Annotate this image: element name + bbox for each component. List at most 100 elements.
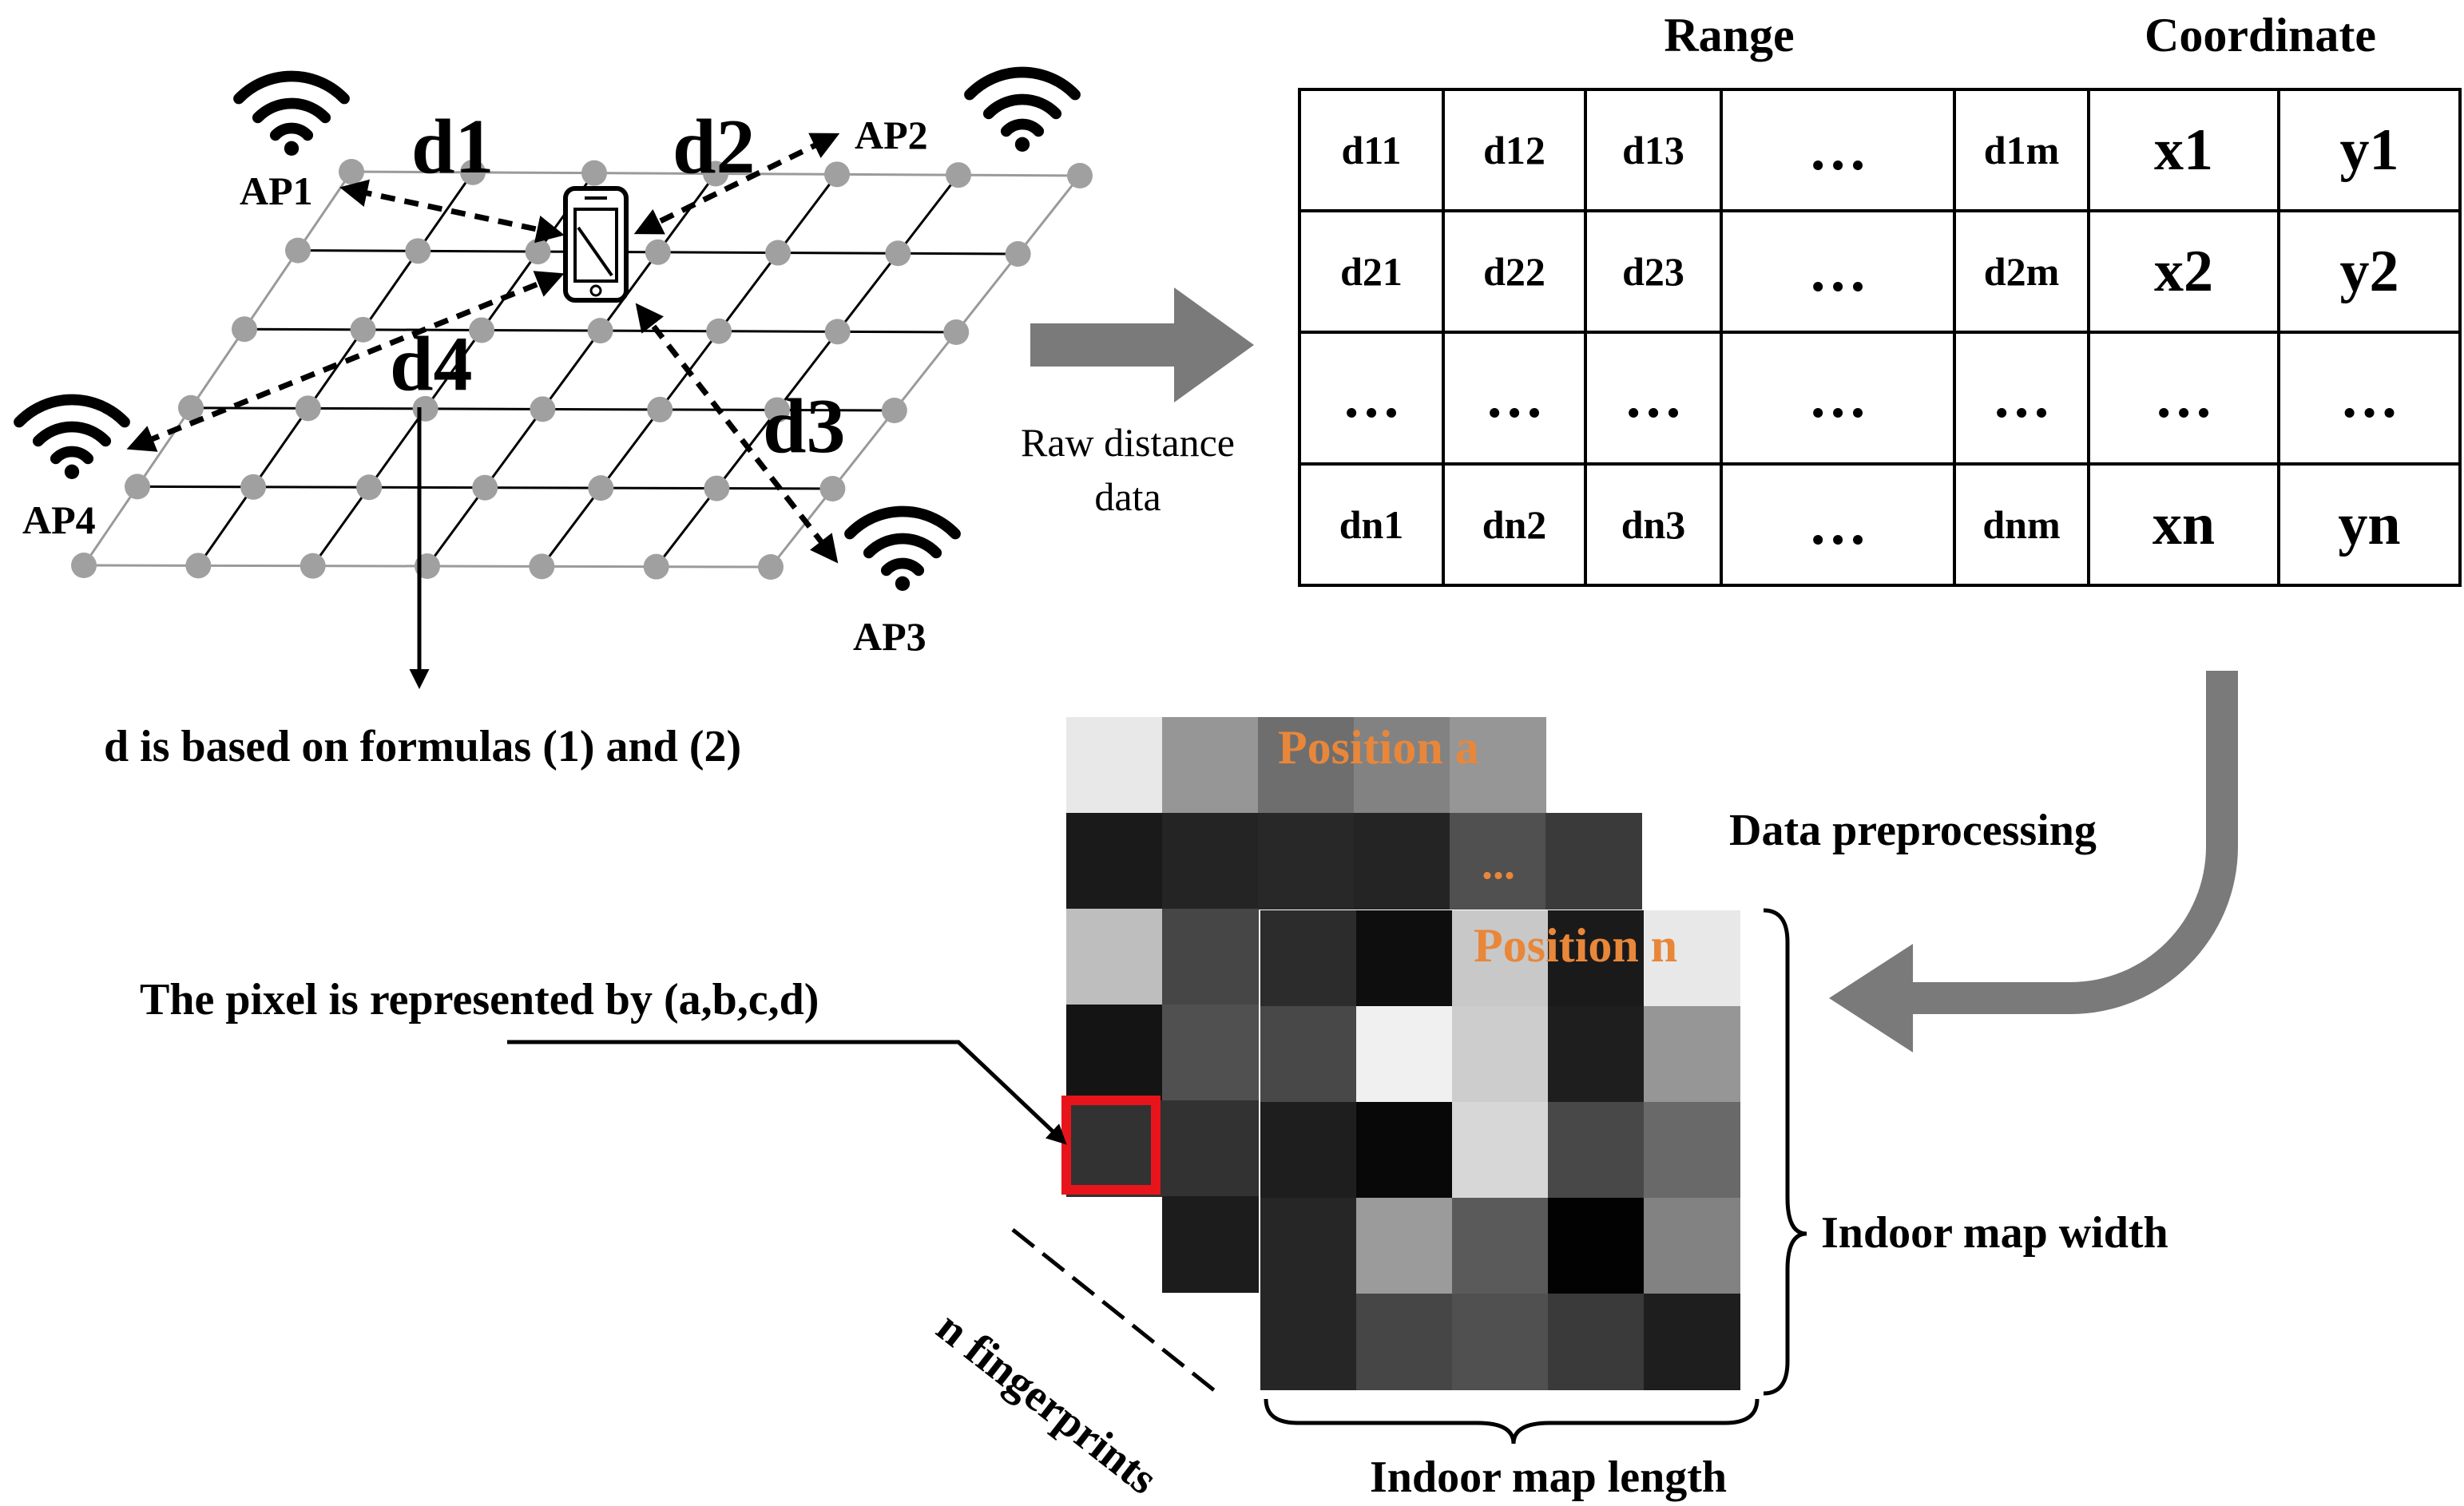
- pixel-note: The pixel is represented by (a,b,c,d): [140, 975, 819, 1024]
- grid-node: [581, 160, 607, 186]
- pixel: [1644, 1102, 1740, 1199]
- grid-node: [765, 240, 792, 266]
- fingerprint-image-position-n: [1260, 910, 1740, 1390]
- pixel: [1545, 813, 1642, 910]
- middle-ellipsis-label: ...: [1482, 839, 1515, 889]
- grid-node: [472, 474, 498, 501]
- pixel: [1452, 1198, 1549, 1294]
- pixel: [1450, 813, 1546, 910]
- pixel: [1452, 1006, 1549, 1103]
- table-header-coordinate: Coordinate: [2145, 9, 2376, 61]
- table-cell: …: [1720, 88, 1956, 212]
- table-cell: d12: [1442, 88, 1587, 212]
- pixel: [1356, 1198, 1453, 1294]
- pixel: [1644, 1006, 1740, 1103]
- grid-node: [643, 553, 669, 580]
- pixel: [1644, 1294, 1740, 1390]
- grid-node: [300, 553, 326, 579]
- ap1-label: AP1: [240, 168, 313, 213]
- grid-node: [405, 238, 431, 264]
- grid-node: [295, 395, 321, 422]
- grid-node: [530, 396, 556, 422]
- smartphone-icon: [563, 186, 629, 303]
- grid-node: [946, 162, 971, 188]
- pixel: [1162, 1005, 1259, 1101]
- pixel: [1066, 1100, 1163, 1197]
- ap3-label: AP3: [853, 614, 926, 659]
- pixel: [1162, 813, 1259, 910]
- raw-distance-label-line1: Raw distance: [1021, 420, 1235, 465]
- table-cell: …: [1953, 331, 2090, 466]
- grid-node: [1005, 241, 1031, 267]
- grid-node: [819, 476, 846, 501]
- pixel: [1260, 1006, 1357, 1103]
- pixel: [1162, 1100, 1259, 1197]
- table-cell: …: [1298, 331, 1445, 466]
- wifi-icon: [850, 511, 955, 591]
- preprocessing-label: Data preprocessing: [1729, 806, 2097, 855]
- flow-arrow-curved: [1829, 671, 2238, 1052]
- length-label: Indoor map length: [1370, 1452, 1728, 1502]
- table-row: …………………: [1298, 331, 2462, 466]
- width-brace: [1763, 908, 1807, 1396]
- pixel: [1452, 1294, 1549, 1390]
- n-fingerprints-line: [1011, 1228, 1220, 1395]
- table-cell: …: [2087, 331, 2280, 466]
- grid-node: [706, 318, 732, 344]
- pixel: [1162, 1196, 1259, 1293]
- grid-node: [647, 396, 673, 422]
- pixel: [1260, 910, 1357, 1007]
- table-cell: …: [2277, 331, 2462, 466]
- flow-arrow-right: [1030, 287, 1254, 402]
- grid-node: [232, 316, 257, 343]
- table-cell: dn3: [1584, 462, 1723, 587]
- grid-node: [588, 475, 614, 501]
- grid-node: [125, 474, 150, 500]
- table-header-range: Range: [1664, 9, 1795, 61]
- pixel: [1452, 910, 1549, 1007]
- pixel: [1162, 717, 1259, 814]
- table-cell: d2m: [1953, 209, 2090, 334]
- table-cell: dn2: [1442, 462, 1587, 587]
- table-cell: …: [1720, 331, 1956, 466]
- table-cell: xn: [2087, 462, 2280, 587]
- distance-arrows: [126, 133, 840, 564]
- pixel-note-arrow: [507, 1040, 1067, 1145]
- pixel: [1260, 1294, 1357, 1390]
- pixel: [1066, 1005, 1163, 1101]
- pixel: [1548, 1006, 1645, 1103]
- table-cell: d21: [1298, 209, 1445, 334]
- pixel: [1258, 813, 1355, 910]
- grid-node: [350, 316, 376, 343]
- raw-distance-label-line2: data: [1094, 474, 1161, 519]
- ap4-label: AP4: [22, 497, 96, 542]
- pixel: [1066, 717, 1163, 814]
- grid-node: [758, 554, 784, 580]
- pixel: [1162, 909, 1259, 1005]
- pixel: [1356, 1006, 1453, 1103]
- pixel: [1450, 717, 1546, 814]
- table-cell: d13: [1584, 88, 1723, 212]
- fingerprint-image-middle: [1066, 813, 1642, 1293]
- wifi-icon: [19, 399, 125, 479]
- table-cell: x2: [2087, 209, 2280, 334]
- grid-node: [339, 159, 364, 184]
- width-label: Indoor map width: [1821, 1208, 2168, 1258]
- table-cell: …: [1442, 331, 1587, 466]
- distance-d4-label: d4: [390, 321, 473, 407]
- table-cell: d11: [1298, 88, 1445, 212]
- pixel: [1644, 910, 1740, 1007]
- grid-node: [881, 398, 907, 423]
- pixel: [1066, 909, 1163, 1005]
- grid-node: [460, 159, 486, 185]
- pixel: [1644, 1198, 1740, 1294]
- pixel: [1258, 717, 1355, 814]
- table-cell: x1: [2087, 88, 2280, 212]
- pixel: [1356, 1102, 1453, 1199]
- grid-node: [529, 553, 555, 580]
- grid-node: [824, 319, 851, 345]
